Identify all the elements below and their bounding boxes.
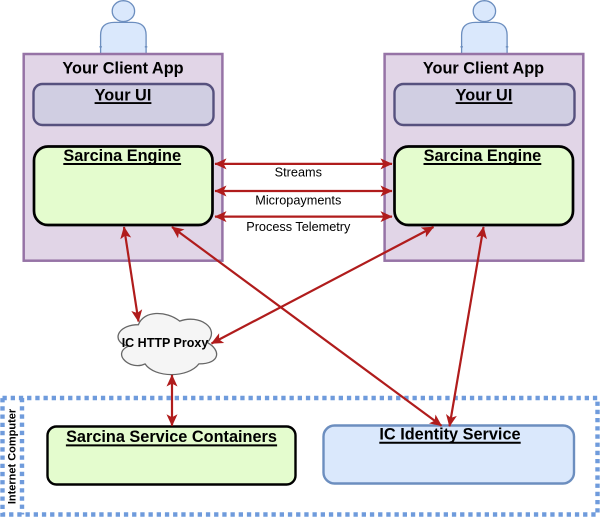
svg-text:Your UI: Your UI [95,87,152,105]
svg-text:Process Telemetry: Process Telemetry [246,220,351,234]
svg-text:Your Client App: Your Client App [423,59,544,77]
svg-text:Sarcina Engine: Sarcina Engine [63,147,181,165]
svg-text:Micropayments: Micropayments [255,193,341,207]
svg-text:IC Identity Service: IC Identity Service [379,425,520,443]
svg-text:Sarcina Service Containers: Sarcina Service Containers [66,428,277,446]
svg-text:Your Client App: Your Client App [62,59,183,77]
svg-text:Your UI: Your UI [456,87,513,105]
svg-text:IC HTTP Proxy: IC HTTP Proxy [122,336,209,350]
svg-text:Internet Computer: Internet Computer [7,408,19,504]
svg-text:Sarcina Engine: Sarcina Engine [424,147,542,165]
svg-text:Streams: Streams [275,166,322,180]
